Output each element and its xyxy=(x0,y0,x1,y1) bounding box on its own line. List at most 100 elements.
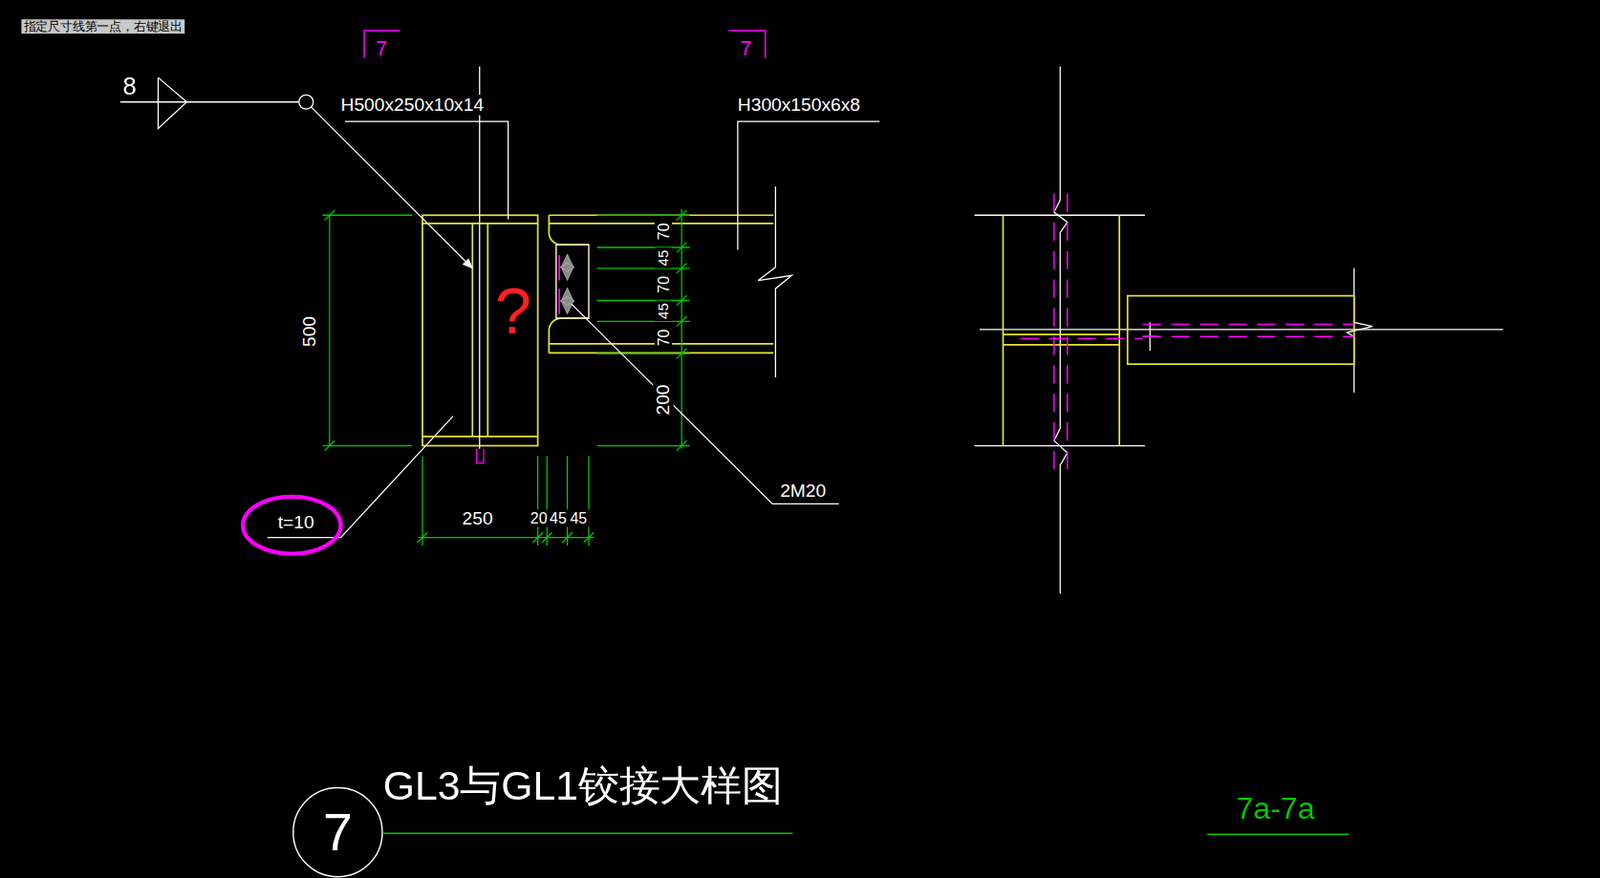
bolt-symbol xyxy=(560,297,575,306)
question-mark: ? xyxy=(493,277,534,345)
dimension-text: 45 xyxy=(567,509,589,527)
dimension-lines xyxy=(676,348,688,360)
bolt-axis xyxy=(558,255,561,315)
section-marks xyxy=(364,30,766,59)
section-mark: 7 xyxy=(373,36,390,59)
dimension-text: 70 xyxy=(654,326,672,348)
dimension-lines xyxy=(566,455,568,546)
center-line-end xyxy=(475,449,477,464)
section-view-members xyxy=(1002,215,1005,446)
bolt-label: 2M20 xyxy=(778,480,828,501)
bolt-axis xyxy=(558,288,561,315)
shear-plate xyxy=(556,244,589,319)
dimension-lines xyxy=(421,455,423,546)
dimension-lines xyxy=(322,215,412,217)
main-beam xyxy=(471,223,474,437)
drawing-title: GL3与GL1铰接大样图 xyxy=(381,764,785,808)
section-view-lines xyxy=(979,328,1504,330)
dimension-text: 20 xyxy=(528,509,550,527)
dimension-text: 45 xyxy=(654,301,671,322)
section-view-members xyxy=(1002,344,1120,346)
detail-index-circle: 7 xyxy=(291,786,384,878)
highlight-ellipse xyxy=(242,497,341,555)
weld-leader xyxy=(299,94,314,109)
dimension-text: 200 xyxy=(652,382,673,417)
dimension-lines xyxy=(328,215,330,446)
dimension-lines xyxy=(324,440,335,452)
profile-leaders xyxy=(571,303,840,504)
bolt-symbol xyxy=(560,262,575,272)
bolt-axis xyxy=(558,255,561,282)
title-underline xyxy=(383,833,1349,835)
dimension-lines xyxy=(532,532,543,543)
secondary-beam xyxy=(548,215,589,245)
secondary-beam xyxy=(548,215,774,353)
section-view-lines xyxy=(974,65,1504,594)
hidden-lines xyxy=(1053,194,1055,472)
dimension-lines xyxy=(587,455,589,546)
dimension-lines xyxy=(537,455,539,546)
thickness-label: t=10 xyxy=(275,512,316,533)
dimension-lines xyxy=(597,267,691,269)
section-view-members xyxy=(1127,296,1355,366)
profile-label: H500x250x10x14 xyxy=(338,94,486,115)
section-mark: 7 xyxy=(737,36,754,59)
dimension-lines xyxy=(676,295,688,306)
dimension-lines xyxy=(597,321,691,323)
dimension-text: 250 xyxy=(459,508,495,529)
dimension-lines xyxy=(597,300,691,302)
section-view-members xyxy=(1002,215,1354,446)
hidden-lines xyxy=(1143,324,1355,325)
title-underline xyxy=(1207,834,1349,836)
center-line xyxy=(478,65,480,449)
dimension-lines xyxy=(562,532,573,543)
dimension-lines xyxy=(676,210,688,221)
center-line-end xyxy=(482,449,484,464)
section-view-members xyxy=(1002,333,1120,336)
title-underline xyxy=(383,832,793,834)
profile-leaders xyxy=(345,121,509,219)
section-view-members xyxy=(1118,215,1121,446)
break-line xyxy=(757,186,792,378)
hidden-lines xyxy=(1020,338,1144,340)
profile-leaders xyxy=(737,121,880,251)
dimension-lines xyxy=(417,532,429,543)
dimension-lines xyxy=(583,532,595,543)
main-beam xyxy=(486,223,489,437)
profile-leaders xyxy=(267,416,454,539)
break-line xyxy=(757,186,792,378)
section-view-lines xyxy=(1346,268,1373,393)
dimension-text: 45 xyxy=(654,248,671,269)
weld-leader xyxy=(157,77,187,129)
dimension-lines xyxy=(322,445,412,447)
dimension-lines xyxy=(597,215,691,217)
status-prompt: 指定尺寸线第一点，右键退出 xyxy=(21,19,185,34)
dimension-lines xyxy=(324,210,335,221)
weld-leader xyxy=(311,107,474,269)
dimension-lines xyxy=(597,246,691,248)
center-line-end xyxy=(476,462,484,464)
dimension-lines xyxy=(676,440,688,452)
dimension-lines xyxy=(676,262,688,274)
circle-outline xyxy=(293,788,383,878)
weld-leader xyxy=(120,101,300,103)
weld-size: 8 xyxy=(120,73,139,101)
dimension-text: 500 xyxy=(299,314,320,349)
secondary-beam xyxy=(548,318,589,353)
secondary-beam xyxy=(548,352,774,355)
dimension-text: 45 xyxy=(547,509,569,527)
hidden-lines xyxy=(1066,194,1068,472)
dimension-lines xyxy=(597,352,691,354)
shear-plate xyxy=(556,244,589,319)
hidden-lines xyxy=(1143,336,1355,338)
profile-leaders xyxy=(267,121,881,539)
profile-label: H300x150x6x8 xyxy=(735,94,863,115)
dimension-lines xyxy=(322,209,690,546)
center-line-end xyxy=(476,449,484,464)
dimension-text: 70 xyxy=(654,220,672,242)
dimension-lines xyxy=(541,532,553,543)
section-caption: 7a-7a xyxy=(1233,793,1317,826)
highlight-ellipse xyxy=(242,497,341,555)
dimension-lines xyxy=(676,242,688,254)
